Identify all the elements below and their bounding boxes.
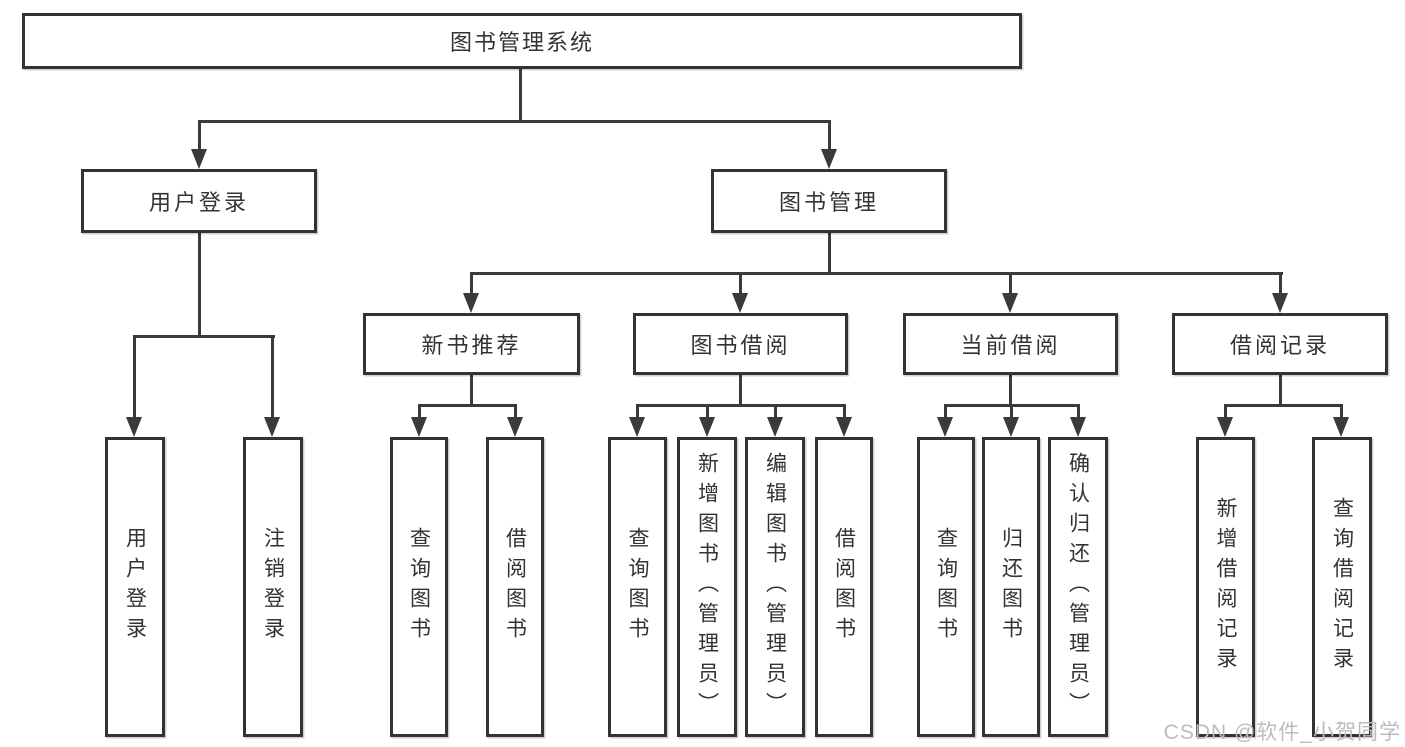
- leaf-borrow-edit-books-label: 编辑图书（管理员）: [763, 452, 787, 722]
- leaf-borrow-query-books-label: 查询图书: [626, 527, 649, 647]
- arrow-to-borrow-query-books: [629, 404, 645, 437]
- arrow-to-borrow-records: [1272, 274, 1288, 313]
- leaf-borrow-borrow-books-label: 借阅图书: [832, 527, 856, 647]
- arrow-to-user-login: [191, 122, 207, 169]
- arrow-to-current-borrow: [1002, 274, 1018, 313]
- node-user-login: 用户登录: [81, 169, 317, 233]
- arrow-to-current-confirm-return: [1070, 404, 1086, 437]
- connector-current-stem: [1008, 375, 1012, 407]
- arrow-to-current-query-books: [937, 404, 953, 437]
- node-new-book-recommend-label: 新书推荐: [421, 333, 522, 358]
- leaf-user-login: 用户登录: [105, 437, 165, 737]
- connector-records-stem: [1278, 375, 1282, 407]
- arrow-to-borrow-edit-books: [767, 404, 783, 437]
- node-root: 图书管理系统: [22, 13, 1022, 69]
- node-book-management: 图书管理: [711, 169, 947, 233]
- leaf-logout: 注销登录: [243, 437, 303, 737]
- leaf-recommend-borrow-books-label: 借阅图书: [503, 527, 527, 647]
- node-book-management-label: 图书管理: [778, 190, 879, 215]
- node-borrow-records-label: 借阅记录: [1229, 333, 1330, 358]
- connector-user-login-stem: [197, 233, 201, 338]
- connector-book-management-stem: [827, 233, 831, 275]
- arrow-to-book-borrow: [732, 274, 748, 313]
- connector-borrow-stem: [738, 375, 742, 407]
- connector-recommend-branch: [417, 404, 517, 407]
- leaf-current-confirm-return-label: 确认归还（管理员）: [1066, 452, 1090, 722]
- connector-root-stem: [518, 69, 522, 122]
- connector-borrow-branch: [635, 404, 846, 407]
- leaf-borrow-add-books: 新增图书（管理员）: [677, 437, 737, 737]
- arrow-to-records-add-record: [1217, 404, 1233, 437]
- connector-recommend-stem: [469, 375, 473, 407]
- arrow-to-new-book-recommend: [463, 274, 479, 313]
- node-book-borrow: 图书借阅: [633, 313, 848, 375]
- leaf-borrow-query-books: 查询图书: [608, 437, 667, 737]
- watermark: CSDN @软件_小贺同学: [1163, 721, 1401, 744]
- connector-records-branch: [1223, 404, 1343, 407]
- arrow-to-records-query-record: [1333, 404, 1349, 437]
- node-user-login-label: 用户登录: [148, 190, 249, 215]
- leaf-recommend-query-books: 查询图书: [390, 437, 448, 737]
- leaf-logout-label: 注销登录: [261, 527, 285, 647]
- leaf-current-query-books: 查询图书: [917, 437, 975, 737]
- leaf-borrow-add-books-label: 新增图书（管理员）: [695, 452, 719, 722]
- leaf-borrow-borrow-books: 借阅图书: [815, 437, 873, 737]
- arrow-to-leaf-user-login: [126, 335, 142, 437]
- node-borrow-records: 借阅记录: [1172, 313, 1388, 375]
- node-root-label: 图书管理系统: [449, 30, 594, 55]
- arrow-to-recommend-query-books: [411, 404, 427, 437]
- arrow-to-recommend-borrow-books: [507, 404, 523, 437]
- leaf-records-query-record: 查询借阅记录: [1312, 437, 1372, 737]
- leaf-current-return-books: 归还图书: [982, 437, 1040, 737]
- leaf-records-query-record-label: 查询借阅记录: [1330, 497, 1354, 677]
- leaf-recommend-borrow-books: 借阅图书: [486, 437, 544, 737]
- leaf-records-add-record: 新增借阅记录: [1196, 437, 1255, 737]
- arrow-to-book-management: [821, 122, 837, 169]
- node-new-book-recommend: 新书推荐: [363, 313, 580, 375]
- node-current-borrow: 当前借阅: [903, 313, 1118, 375]
- connector-level1-branch: [197, 120, 831, 123]
- connector-book-management-branch: [469, 272, 1283, 275]
- node-book-borrow-label: 图书借阅: [690, 333, 791, 358]
- leaf-current-query-books-label: 查询图书: [934, 527, 958, 647]
- arrow-to-borrow-add-books: [699, 404, 715, 437]
- leaf-borrow-edit-books: 编辑图书（管理员）: [745, 437, 805, 737]
- arrow-to-current-return-books: [1003, 404, 1019, 437]
- leaf-current-confirm-return: 确认归还（管理员）: [1048, 437, 1108, 737]
- leaf-records-add-record-label: 新增借阅记录: [1214, 497, 1237, 677]
- arrow-to-leaf-logout: [264, 335, 280, 437]
- leaf-current-return-books-label: 归还图书: [999, 527, 1023, 647]
- leaf-user-login-label: 用户登录: [123, 527, 147, 647]
- connector-user-login-branch: [132, 335, 275, 338]
- node-current-borrow-label: 当前借阅: [960, 333, 1061, 358]
- arrow-to-borrow-borrow-books: [836, 404, 852, 437]
- leaf-recommend-query-books-label: 查询图书: [407, 527, 431, 647]
